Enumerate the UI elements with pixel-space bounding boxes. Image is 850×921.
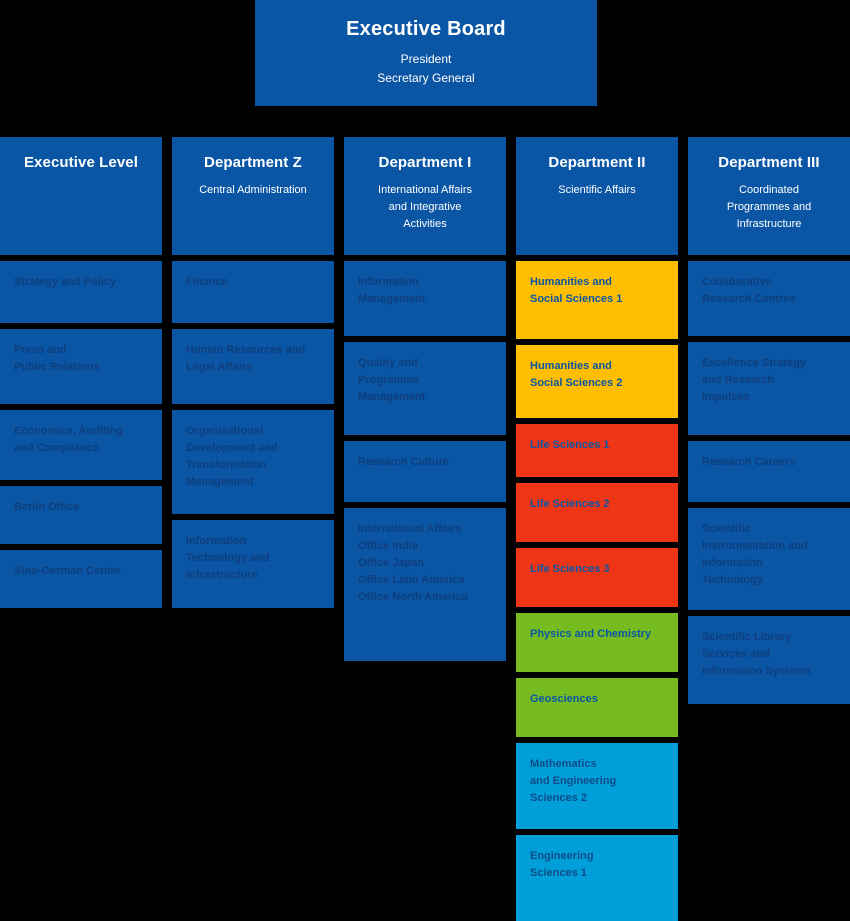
executive-board-role: President [400,52,452,66]
executive-board-roles: President Secretary General [255,50,597,88]
executive-board-title: Executive Board [346,18,506,40]
unit-card[interactable]: Life Sciences 2 [516,483,678,542]
unit-card[interactable]: Humanities and Social Sciences 1 [516,261,678,339]
unit-card[interactable]: Mathematics and Engineering Sciences 2 [516,743,678,829]
department-subtitle: International Affairs and Integrative Ac… [378,184,472,230]
unit-card[interactable]: Research Careers [688,441,850,502]
unit-card[interactable]: Finance [172,261,334,323]
department-header-card[interactable]: Department II Scientific Affairs [516,137,678,255]
department-header-card[interactable]: Department I International Affairs and In… [344,137,506,255]
unit-card[interactable]: International Affairs Office India Offic… [344,508,506,661]
unit-label: Life Sciences 3 [530,563,610,575]
unit-label: Engineering Sciences 1 [530,850,594,879]
unit-label: Economics, Auditing and Compliance [14,425,123,454]
unit-label: Organisational Development and Transform… [186,425,278,488]
unit-label: Humanities and Social Sciences 1 [530,276,623,305]
department-subtitle: Coordinated Programmes and Infrastructur… [726,184,812,230]
unit-label: Life Sciences 1 [530,439,610,451]
department-header-card[interactable]: Department III Coordinated Programmes and… [688,137,850,255]
department-header-card[interactable]: Department Z Central Administration [172,137,334,255]
unit-label: Human Resources and Legal Affairs [186,344,306,373]
unit-card[interactable]: Life Sciences 3 [516,548,678,607]
unit-label: Finance [186,276,228,288]
unit-label: Humanities and Social Sciences 2 [530,360,623,389]
unit-card[interactable]: Life Sciences 1 [516,424,678,477]
unit-card[interactable]: Organisational Development and Transform… [172,410,334,514]
unit-card[interactable]: Excellence Strategy and Research Impulse… [688,342,850,435]
unit-card[interactable]: Collaborative Research Centres [688,261,850,336]
unit-label: Geosciences [530,693,598,705]
unit-label: Mathematics and Engineering Sciences 2 [530,758,617,804]
unit-label: International Affairs Office India Offic… [358,523,468,603]
department-title: Department I [378,154,472,171]
unit-label: Information Management [358,276,426,305]
unit-label: Collaborative Research Centres [702,276,796,305]
department-title: Department III [718,154,820,171]
unit-label: Life Sciences 2 [530,498,610,510]
department-title: Department II [548,154,646,171]
unit-label: Research Culture [358,456,450,468]
unit-card[interactable]: Quality and Programme Management [344,342,506,435]
unit-card[interactable]: Berlin Office [0,486,162,544]
unit-label: Scientific Library Services and Informat… [702,631,811,677]
unit-card[interactable]: Geosciences [516,678,678,737]
unit-card[interactable]: Scientific Instrumentation and Informati… [688,508,850,610]
unit-card[interactable]: Engineering Sciences 1 [516,835,678,921]
department-column: Department I International Affairs and In… [344,137,506,921]
department-title: Department Z [204,154,302,171]
unit-label: Berlin Office [14,501,80,513]
executive-board-role: Secretary General [377,71,475,85]
department-title: Executive Level [23,154,139,171]
unit-card[interactable]: Humanities and Social Sciences 2 [516,345,678,418]
unit-card[interactable]: Information Management [344,261,506,336]
unit-card[interactable]: Sino-German Center [0,550,162,608]
department-column: Department III Coordinated Programmes and… [688,137,850,921]
unit-card[interactable]: Research Culture [344,441,506,502]
unit-label: Scientific Instrumentation and Informati… [702,523,808,586]
department-header-card[interactable]: Executive Level [0,137,162,255]
unit-label: Sino-German Center [14,565,121,577]
department-subtitle: Scientific Affairs [558,184,636,196]
unit-label: Research Careers [702,456,796,468]
unit-card[interactable]: Press and Public Relations [0,329,162,404]
unit-label: Physics and Chemistry [530,628,652,640]
unit-label: Strategy and Policy [14,276,117,288]
unit-card[interactable]: Human Resources and Legal Affairs [172,329,334,404]
unit-card[interactable]: Economics, Auditing and Compliance [0,410,162,480]
unit-label: Quality and Programme Management [358,357,426,403]
department-subtitle: Central Administration [199,184,307,196]
unit-label: Press and Public Relations [14,344,100,373]
executive-board-card[interactable]: Executive Board President Secretary Gene… [255,0,597,106]
unit-label: Excellence Strategy and Research Impulse… [702,357,806,403]
unit-card[interactable]: Physics and Chemistry [516,613,678,672]
unit-card[interactable]: Scientific Library Services and Informat… [688,616,850,704]
unit-label: Information Technology and Infrastructur… [186,535,270,581]
unit-card[interactable]: Information Technology and Infrastructur… [172,520,334,608]
unit-card[interactable]: Strategy and Policy [0,261,162,323]
